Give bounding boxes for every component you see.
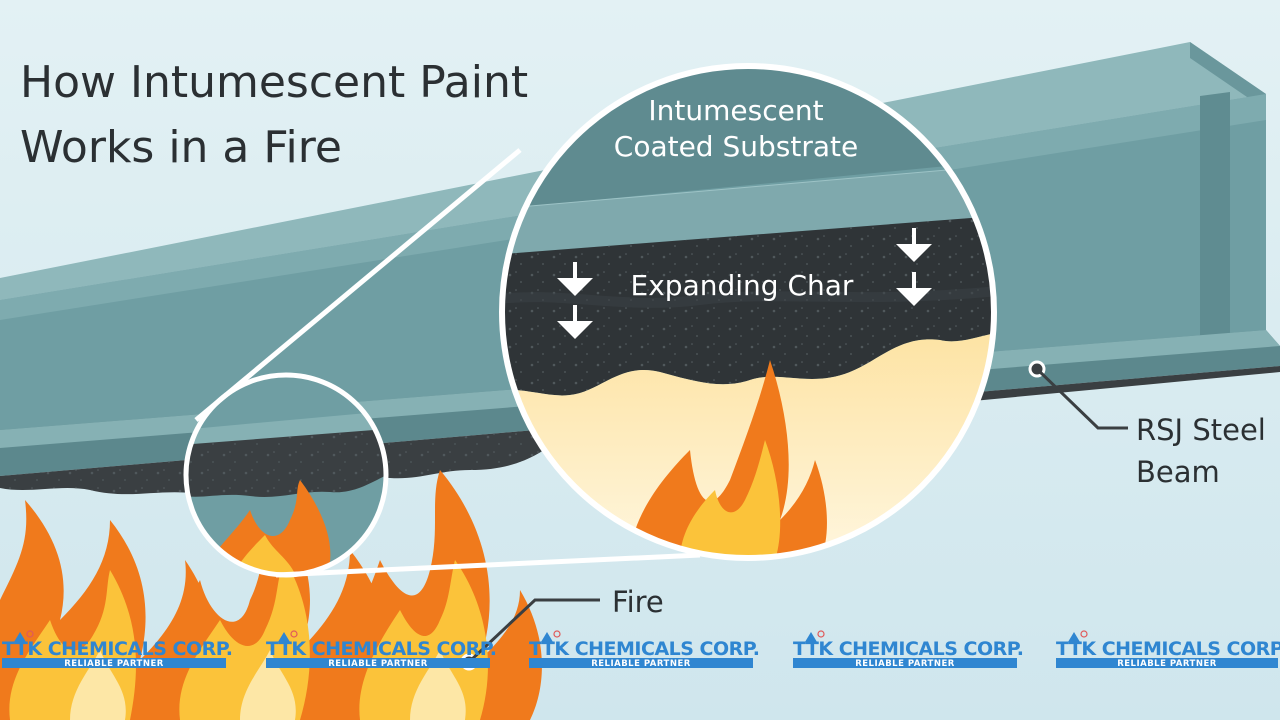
beam-label-line2: Beam [1136, 455, 1220, 489]
zoom-connector-bottom [275, 552, 701, 578]
char-label: Expanding Char [631, 269, 854, 302]
callout-beam: RSJ Steel Beam [1028, 360, 1266, 489]
title-line2: Works in a Fire [20, 122, 342, 173]
big-magnifier: Intumescent Coated Substrate Expanding C… [499, 63, 997, 561]
watermark: TTK CHEMICALS CORP. RELIABLE PARTNER [529, 630, 760, 669]
watermark-brand: TTK CHEMICALS CORP. [1056, 638, 1280, 660]
watermark-tagline: RELIABLE PARTNER [855, 659, 955, 669]
watermark-tagline: RELIABLE PARTNER [64, 659, 164, 669]
watermark-tagline: RELIABLE PARTNER [328, 659, 428, 669]
title-line1: How Intumescent Paint [20, 57, 528, 108]
down-arrow-icon [896, 272, 932, 306]
down-arrow-icon [557, 305, 593, 339]
watermark-row: TTK CHEMICALS CORP. RELIABLE PARTNER TTK… [2, 630, 1280, 669]
beam-label-line1: RSJ Steel [1136, 413, 1266, 447]
substrate-label-line1: Intumescent [648, 94, 823, 127]
watermark-brand: TTK CHEMICALS CORP. [266, 638, 496, 660]
fire-label: Fire [612, 585, 664, 619]
watermark-tagline: RELIABLE PARTNER [1117, 659, 1217, 669]
substrate-label-line2: Coated Substrate [614, 130, 858, 163]
zoom-connector-top [194, 148, 522, 422]
watermark: TTK CHEMICALS CORP. RELIABLE PARTNER [1056, 630, 1280, 669]
expansion-arrows [557, 228, 932, 339]
watermark-tagline: RELIABLE PARTNER [591, 659, 691, 669]
watermark: TTK CHEMICALS CORP. RELIABLE PARTNER [266, 630, 497, 669]
watermark-brand: TTK CHEMICALS CORP. [2, 638, 232, 660]
watermark-brand: TTK CHEMICALS CORP. [793, 638, 1023, 660]
watermark-brand: TTK CHEMICALS CORP. [529, 638, 759, 660]
watermark: TTK CHEMICALS CORP. RELIABLE PARTNER [2, 630, 233, 669]
down-arrow-icon [557, 262, 593, 296]
down-arrow-icon [896, 228, 932, 262]
watermark: TTK CHEMICALS CORP. RELIABLE PARTNER [793, 630, 1024, 669]
